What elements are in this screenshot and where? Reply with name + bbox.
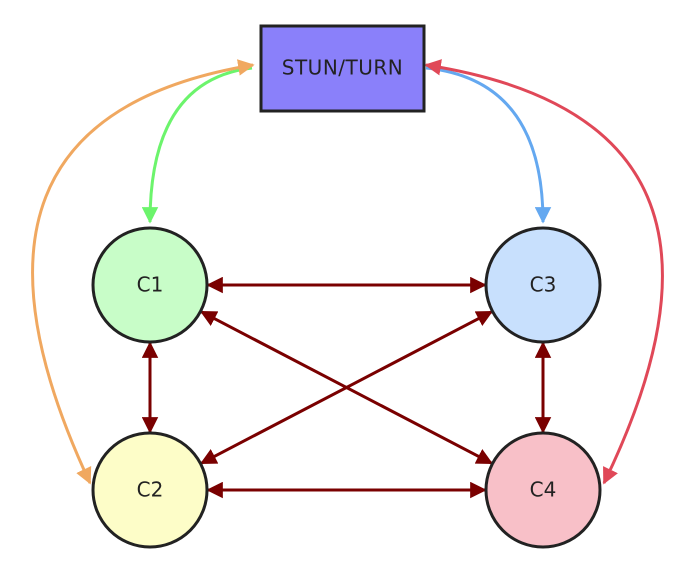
- server-box: [259, 24, 426, 113]
- peer-links: [141, 276, 552, 499]
- server-link-c2: [31, 59, 255, 485]
- server-label: STUN/TURN: [282, 56, 403, 80]
- client-circle-c4: [484, 431, 602, 549]
- client-circle-c1: [91, 226, 209, 344]
- client-label-c4: C4: [530, 478, 557, 502]
- peer-link-c3-c2: [199, 310, 494, 465]
- stun-turn-server: STUN/TURN: [259, 24, 426, 113]
- client-circle-c2: [91, 431, 209, 549]
- client-node-c3: C3: [484, 226, 602, 344]
- client-node-c1: C1: [91, 226, 209, 344]
- client-circle-c3: [484, 226, 602, 344]
- client-node-c2: C2: [91, 431, 209, 549]
- server-link-c1: [141, 66, 253, 224]
- client-label-c2: C2: [137, 478, 164, 502]
- client-node-c4: C4: [484, 431, 602, 549]
- server-link-c4: [424, 59, 664, 485]
- client-label-c3: C3: [530, 273, 557, 297]
- server-links: [31, 59, 664, 485]
- client-label-c1: C1: [137, 273, 164, 297]
- client-nodes: C1 C2 C3 C4: [91, 226, 602, 549]
